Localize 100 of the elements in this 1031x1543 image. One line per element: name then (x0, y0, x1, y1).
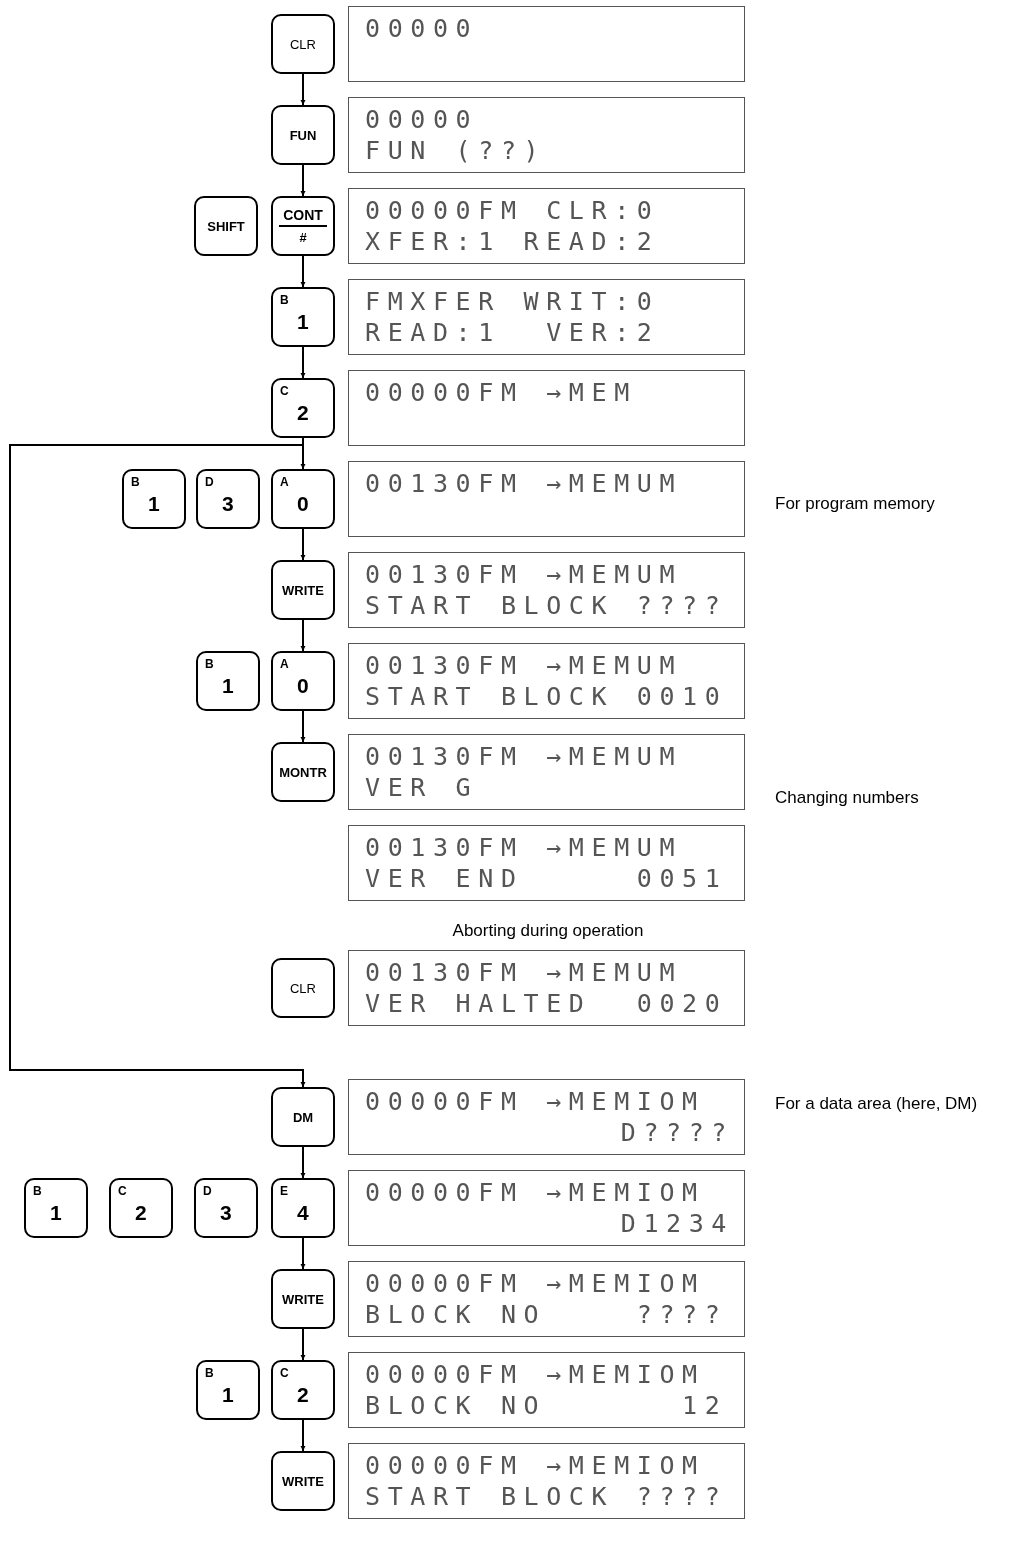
key-sublabel: B (33, 1185, 42, 1197)
key-sublabel: B (280, 294, 289, 306)
key-sublabel: D (205, 476, 214, 488)
key-label: WRITE (282, 1292, 324, 1306)
key-sublabel: B (205, 658, 214, 670)
key-label: 2 (297, 402, 309, 423)
lcd-display (348, 97, 745, 173)
key-label: 1 (148, 493, 160, 514)
display-line: START BLOCK ???? (365, 590, 728, 621)
display-line: FUN (??) (365, 135, 547, 166)
display-line: D???? (620, 1117, 734, 1148)
key-label: 0 (297, 493, 309, 514)
lcd-display (348, 6, 745, 82)
key-label: 1 (222, 675, 234, 696)
display-line: 00000FM →MEMIOM (365, 1268, 705, 1299)
key-label: 2 (135, 1202, 147, 1223)
key-label: WRITE (282, 583, 324, 597)
key-label: MONTR (279, 765, 327, 779)
key-sublabel: E (280, 1185, 288, 1197)
note-text: Changing numbers (775, 787, 919, 809)
key-label: FUN (289, 128, 317, 142)
arrow (300, 346, 306, 379)
keypad-key (24, 1178, 88, 1238)
key-sublabel: D (203, 1185, 212, 1197)
key-label: 4 (297, 1202, 309, 1223)
key-sublabel: A (280, 476, 289, 488)
keypad-key (109, 1178, 173, 1238)
key-sublabel: C (280, 385, 289, 397)
keypad-key (271, 14, 335, 74)
arrow (300, 1419, 306, 1452)
display-line: START BLOCK ???? (365, 1481, 728, 1512)
lcd-display (348, 188, 745, 264)
key-label: 3 (220, 1202, 232, 1223)
display-line: 00130FM →MEMUM (365, 741, 683, 772)
key-label: 3 (222, 493, 234, 514)
lcd-display (348, 1079, 745, 1155)
display-line: 00000 (365, 104, 479, 135)
lcd-display (348, 370, 745, 446)
arrow (300, 528, 306, 561)
key-label: 2 (297, 1384, 309, 1405)
display-line: VER END 0051 (365, 863, 728, 894)
lcd-display (348, 461, 745, 537)
key-label: 1 (222, 1384, 234, 1405)
lcd-display (348, 950, 745, 1026)
keypad-key (271, 651, 335, 711)
keypad-key (271, 1178, 335, 1238)
keypad-key (271, 378, 335, 438)
display-line: XFER:1 READ:2 (365, 226, 660, 257)
display-line: 00000FM CLR:0 (365, 195, 660, 226)
lcd-display (348, 1352, 745, 1428)
display-line: 00000FM →MEMIOM (365, 1177, 705, 1208)
lcd-display (348, 734, 745, 810)
key-label: CLR (290, 981, 316, 995)
display-line: FMXFER WRIT:0 (365, 286, 660, 317)
key-label: CLR (290, 37, 316, 51)
keypad-key (122, 469, 186, 529)
display-line: BLOCK NO ???? (365, 1299, 728, 1330)
arrow (300, 1146, 306, 1179)
display-line: 00130FM →MEMUM (365, 468, 683, 499)
display-line: VER G (365, 772, 479, 803)
arrow (300, 710, 306, 743)
side-note: For program memory (775, 493, 935, 515)
display-line: VER HALTED 0020 (365, 988, 728, 1019)
keypad-key (196, 469, 260, 529)
side-note: For a data area (here, DM) (775, 1093, 978, 1115)
arrow (300, 619, 306, 652)
display-line: 00000FM →MEMIOM (365, 1450, 705, 1481)
key-label: 1 (297, 311, 309, 332)
arrow (300, 255, 306, 288)
key-sublabel: A (280, 658, 289, 670)
keypad-key (196, 651, 260, 711)
display-line: 00130FM →MEMUM (365, 832, 683, 863)
keypad-key (271, 1451, 335, 1511)
display-line: 00000FM →MEM (365, 377, 637, 408)
lcd-display (348, 552, 745, 628)
keypad-key (271, 287, 335, 347)
arrow (300, 73, 306, 106)
keypad-key (194, 1178, 258, 1238)
key-label: WRITE (282, 1474, 324, 1488)
key-label: 1 (50, 1202, 62, 1223)
display-line: D1234 (620, 1208, 734, 1239)
arrow (300, 164, 306, 197)
display-line: 00130FM →MEMUM (365, 957, 683, 988)
key-label: 0 (297, 675, 309, 696)
key-label: # (299, 231, 307, 244)
display-line: 00130FM →MEMUM (365, 650, 683, 681)
keypad-key (271, 105, 335, 165)
key-sublabel: C (118, 1185, 127, 1197)
display-line: READ:1 VER:2 (365, 317, 660, 348)
lcd-display (348, 825, 745, 901)
lcd-display (348, 279, 745, 355)
keypad-key (196, 1360, 260, 1420)
display-line: 00130FM →MEMUM (365, 559, 683, 590)
key-label: SHIFT (207, 219, 245, 233)
keypad-key (271, 1269, 335, 1329)
keypad-key (271, 560, 335, 620)
note-text: Aborting during operation (452, 920, 644, 942)
lcd-display (348, 643, 745, 719)
key-label: DM (292, 1110, 314, 1124)
keypad-key (194, 196, 258, 256)
